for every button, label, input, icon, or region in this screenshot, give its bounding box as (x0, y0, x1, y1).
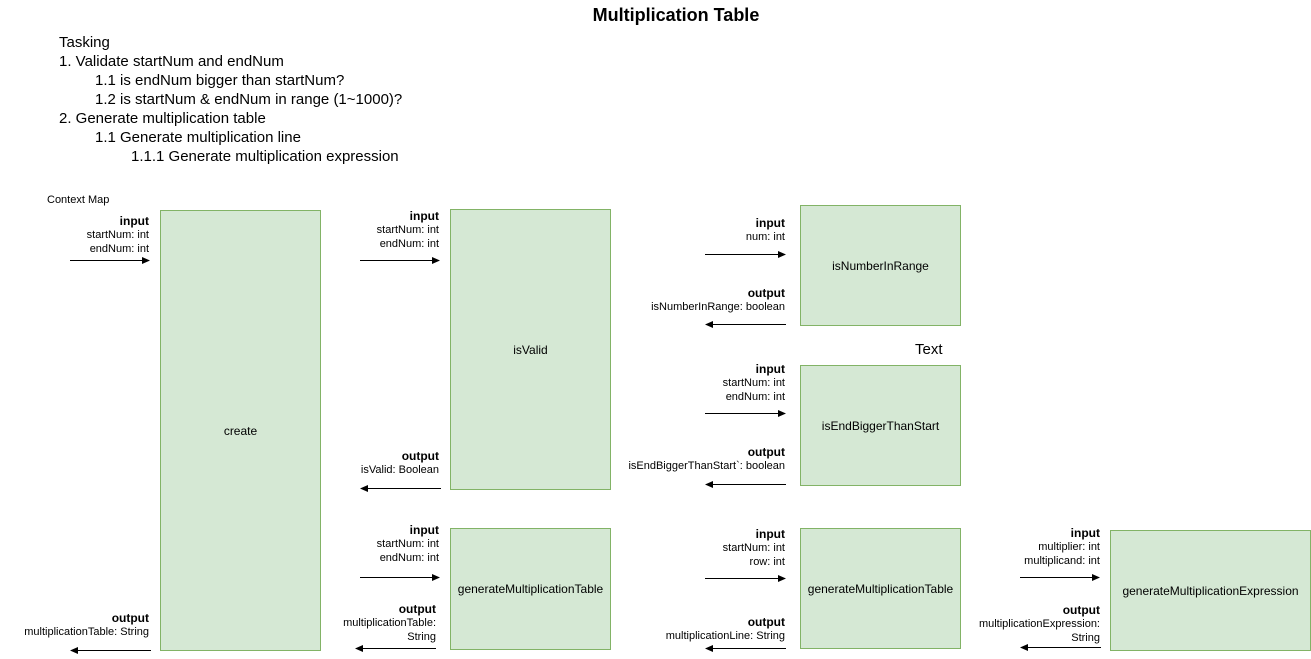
create-box[interactable]: create (160, 210, 321, 651)
isnumberinrange-box-label: isNumberInRange (832, 258, 929, 273)
tasking-line: 1.2 is startNum & endNum in range (1~100… (95, 91, 403, 108)
generate-expression-box[interactable]: generateMultiplicationExpression (1110, 530, 1311, 651)
create-box-label: create (223, 423, 258, 438)
tasking-line: 1.1.1 Generate multiplication expression (131, 148, 399, 165)
context-map-label: Context Map (47, 194, 110, 206)
tasking-line: 1.1 is endNum bigger than startNum? (95, 72, 345, 89)
isvalid-box-label: isValid (513, 342, 548, 357)
isnumberinrange-box[interactable]: isNumberInRange (800, 205, 961, 326)
generate-line-box[interactable]: generateMultiplicationTable (800, 528, 961, 649)
generate-line-box-label: generateMultiplicationTable (807, 581, 954, 596)
generate-expression-box-label: generateMultiplicationExpression (1122, 583, 1299, 598)
diagram-title: Multiplication Table (592, 5, 760, 25)
isvalid-box[interactable]: isValid (450, 209, 611, 490)
generate-table-box-label: generateMultiplicationTable (457, 582, 604, 596)
generate-table-box[interactable]: generateMultiplicationTable (450, 528, 611, 650)
isendbiggerthanstart-box-label: isEndBiggerThanStart (821, 418, 940, 433)
tasking-heading: Tasking (59, 34, 110, 51)
free-text-label: Text (915, 341, 943, 358)
tasking-line: 1. Validate startNum and endNum (59, 53, 284, 70)
isendbiggerthanstart-box[interactable]: isEndBiggerThanStart (800, 365, 961, 486)
tasking-line: 2. Generate multiplication table (59, 110, 266, 127)
tasking-line: 1.1 Generate multiplication line (95, 129, 301, 146)
